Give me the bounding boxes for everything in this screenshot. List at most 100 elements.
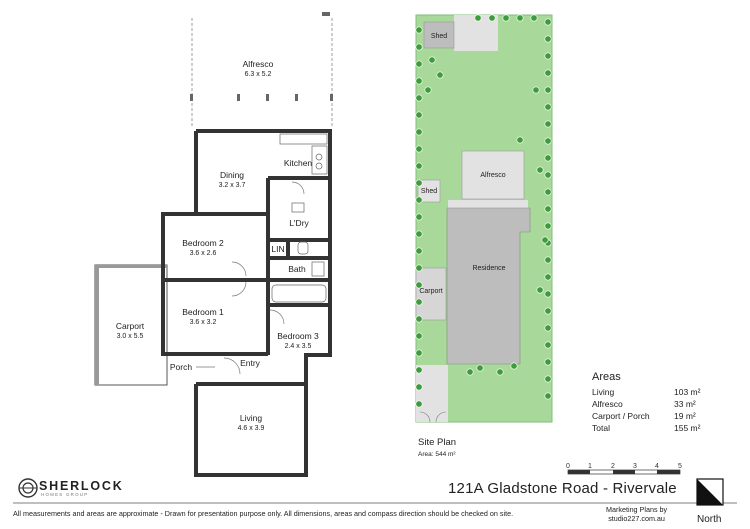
tree-icon [544, 188, 552, 196]
site-carport [415, 267, 447, 321]
tree-icon [415, 298, 423, 306]
room-label-bedroom2: Bedroom 2 [182, 238, 224, 248]
site-plan-title: Site Plan [418, 437, 457, 448]
tree-icon [415, 366, 423, 374]
tree-icon [544, 18, 552, 26]
site-label-shed-top: Shed [431, 33, 447, 40]
site-plan-area: Area: 544 m² [418, 451, 456, 458]
scale-tick-3: 3 [633, 463, 637, 470]
tree-icon [415, 179, 423, 187]
area-value: 19 m² [674, 411, 696, 421]
tree-icon [415, 281, 423, 289]
tree-icon [415, 247, 423, 255]
area-label: Living [592, 387, 615, 397]
credits-line1: Marketing Plans by [606, 505, 668, 514]
tree-icon [544, 137, 552, 145]
tree-icon [415, 162, 423, 170]
tree-icon [415, 349, 423, 357]
scale-tick-5: 5 [678, 463, 682, 470]
tree-icon [544, 222, 552, 230]
property-address: 121A Gladstone Road - Rivervale [448, 480, 677, 497]
tree-icon [544, 103, 552, 111]
tree-icon [544, 358, 552, 366]
tree-icon [415, 94, 423, 102]
tree-icon [415, 264, 423, 272]
room-dims-bedroom3: 2.4 x 3.5 [285, 343, 312, 350]
tree-icon [466, 368, 474, 376]
tree-icon [544, 273, 552, 281]
site-label-residence: Residence [472, 265, 505, 272]
room-label-entry: Entry [240, 358, 261, 368]
site-trees [415, 14, 552, 408]
room-label-living: Living [240, 413, 262, 423]
tree-icon [544, 290, 552, 298]
area-value: 155 m² [674, 423, 701, 433]
tree-icon [415, 128, 423, 136]
tree-icon [415, 230, 423, 238]
tree-icon [415, 332, 423, 340]
area-row-living: Living 103 m² [592, 387, 712, 397]
tree-icon [474, 14, 482, 22]
tree-icon [415, 77, 423, 85]
site-shed-top [423, 21, 455, 49]
tree-icon [415, 315, 423, 323]
area-row-total: Total 155 m² [592, 423, 712, 433]
room-labels: Alfresco 6.3 x 5.2 Dining 3.2 x 3.7 Kitc… [116, 59, 319, 432]
tree-icon [415, 26, 423, 34]
tree-icon [544, 341, 552, 349]
tree-icon [415, 60, 423, 68]
house-walls [161, 129, 332, 477]
tree-icon [544, 35, 552, 43]
alfresco-outline [191, 18, 333, 128]
room-label-alfresco: Alfresco [243, 59, 274, 69]
north-label: North [697, 514, 722, 525]
tree-icon [544, 171, 552, 179]
room-dims-alfresco: 6.3 x 5.2 [245, 71, 272, 78]
room-label-dining: Dining [220, 170, 244, 180]
tree-icon [544, 69, 552, 77]
tree-icon [544, 375, 552, 383]
alfresco-posts [190, 12, 333, 101]
tree-icon [415, 213, 423, 221]
site-label-carport: Carport [419, 288, 442, 295]
room-label-bedroom1: Bedroom 1 [182, 307, 224, 317]
tree-icon [516, 14, 524, 22]
tree-icon [544, 256, 552, 264]
tree-icon [532, 86, 540, 94]
tree-icon [496, 368, 504, 376]
logo-icon [18, 478, 38, 498]
site-shed-side [417, 179, 441, 203]
room-dims-bedroom1: 3.6 x 3.2 [190, 319, 217, 326]
credits-line2: studio227.com.au [608, 514, 665, 523]
disclaimer-text: All measurements and areas are approxima… [13, 509, 514, 518]
tree-icon [424, 86, 432, 94]
tree-icon [476, 364, 484, 372]
logo-subtitle: HOMES GROUP [41, 492, 89, 497]
tree-icon [544, 324, 552, 332]
scale-tick-4: 4 [655, 463, 659, 470]
area-label: Alfresco [592, 399, 623, 409]
room-dims-bedroom2: 3.6 x 2.6 [190, 250, 217, 257]
tree-icon [436, 71, 444, 79]
area-value: 103 m² [674, 387, 701, 397]
room-dims-dining: 3.2 x 3.7 [219, 182, 246, 189]
tree-icon [536, 166, 544, 174]
area-label: Total [592, 423, 610, 433]
tree-icon [488, 14, 496, 22]
site-plan: Shed Shed Alfresco Residence Carport [415, 14, 553, 423]
areas-title: Areas [592, 371, 621, 383]
kitchen-fixtures [271, 133, 328, 303]
credits: Marketing Plans by studio227.com.au [606, 505, 667, 523]
room-label-porch: Porch [170, 362, 192, 372]
tree-icon [544, 154, 552, 162]
tree-icon [541, 236, 549, 244]
site-label-shed-side: Shed [421, 188, 437, 195]
tree-icon [516, 136, 524, 144]
tree-icon [415, 145, 423, 153]
tree-icon [415, 400, 423, 408]
tree-icon [544, 86, 552, 94]
north-compass-icon [696, 478, 724, 506]
tree-icon [544, 120, 552, 128]
